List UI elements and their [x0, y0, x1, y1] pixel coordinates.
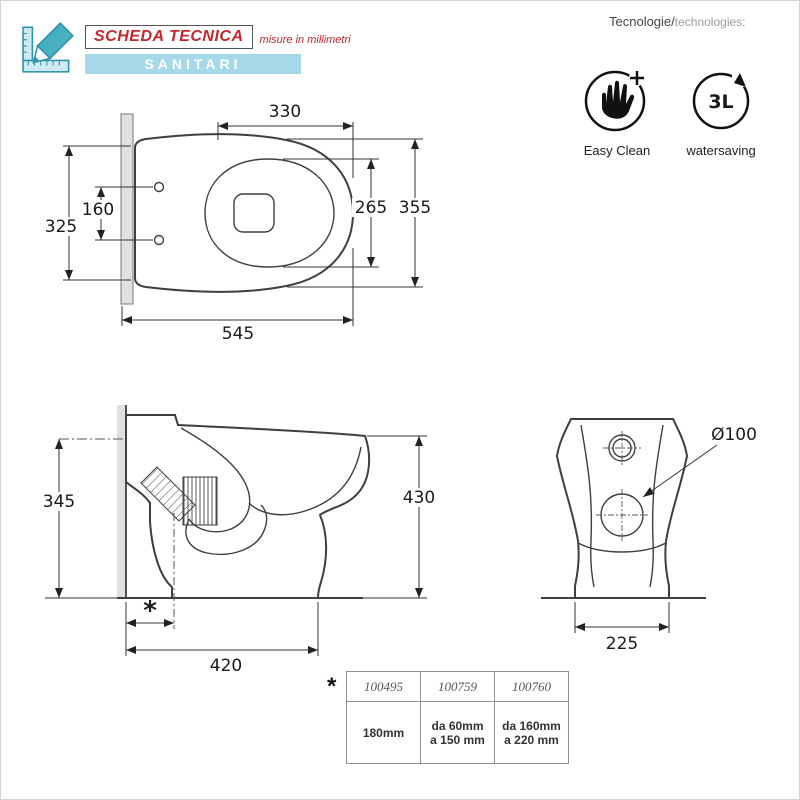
table-value: da 60mm a 150 mm: [420, 701, 495, 764]
dim-545-label: 545: [222, 324, 254, 344]
dim-355-label: 355: [399, 198, 431, 218]
page-title: SCHEDA TECNICA: [85, 25, 253, 49]
technologies-heading: Tecnologie/technologies:: [609, 13, 746, 31]
easy-clean-icon: [584, 70, 646, 132]
watersaving-label: watersaving: [686, 143, 756, 158]
table-value: 180mm: [346, 701, 421, 764]
drain-opening: [233, 193, 275, 233]
dim-star-label: *: [143, 596, 157, 626]
bowl-section-line: [180, 427, 251, 533]
dim-330-label: 330: [269, 102, 301, 122]
wall-section: [117, 405, 126, 598]
table-value: da 160mm a 220 mm: [494, 701, 569, 764]
bowl-rim: [204, 158, 335, 268]
brand-logo: [21, 19, 79, 82]
tech-watersaving: 3L watersaving: [683, 65, 759, 158]
fixing-hole: [153, 234, 165, 246]
table-value-row: 180mm da 60mm a 150 mm da 160mm a 220 mm: [346, 701, 569, 764]
dim-325-label: 325: [45, 217, 77, 237]
category-banner: SANITARI: [85, 54, 301, 74]
dim-430-label: 430: [403, 488, 435, 508]
trap-line: [185, 504, 268, 556]
pencil-ruler-icon: [22, 22, 74, 73]
top-view-drawing: 330 545 325 160 265 355: [43, 102, 434, 344]
back-view-drawing: Ø100 225: [541, 418, 757, 654]
outlet-distance-table: 100495 100759 100760 180mm da 60mm a 150…: [346, 671, 569, 764]
dim-265-label: 265: [355, 198, 387, 218]
wall-section: [120, 113, 134, 305]
dim-225-label: 225: [606, 634, 638, 654]
watersaving-badge: 3L: [708, 91, 733, 113]
bowl-bottom-line: [577, 542, 667, 553]
fixing-hole: [153, 181, 165, 193]
dim-345-label: 345: [43, 492, 75, 512]
table-col-code: 100495: [346, 671, 421, 702]
watersaving-icon: 3L: [692, 69, 750, 130]
technologies-label-it: Tecnologie/: [609, 14, 675, 29]
table-header-row: 100495 100759 100760: [346, 671, 569, 702]
bowl-front-line: [248, 446, 362, 516]
dim-diameter-label: Ø100: [711, 425, 757, 445]
dim-420-label: 420: [210, 656, 242, 676]
inner-side-line: [649, 424, 664, 588]
tech-easy-clean: Easy Clean: [579, 65, 655, 158]
toilet-profile: [125, 414, 371, 599]
outlet-pipe-hatch: [140, 466, 196, 522]
technologies-label-en: technologies:: [674, 15, 746, 29]
table-col-code: 100759: [420, 671, 495, 702]
dim-160-label: 160: [82, 200, 114, 220]
easy-clean-label: Easy Clean: [583, 143, 651, 158]
side-view-drawing: 345 430 * 420: [40, 405, 438, 676]
inner-side-line: [580, 424, 595, 588]
toilet-back-outline: [555, 418, 689, 599]
table-col-code: 100760: [494, 671, 569, 702]
table-star: *: [327, 673, 337, 700]
page-subtitle: misure in millimetri: [259, 34, 351, 46]
